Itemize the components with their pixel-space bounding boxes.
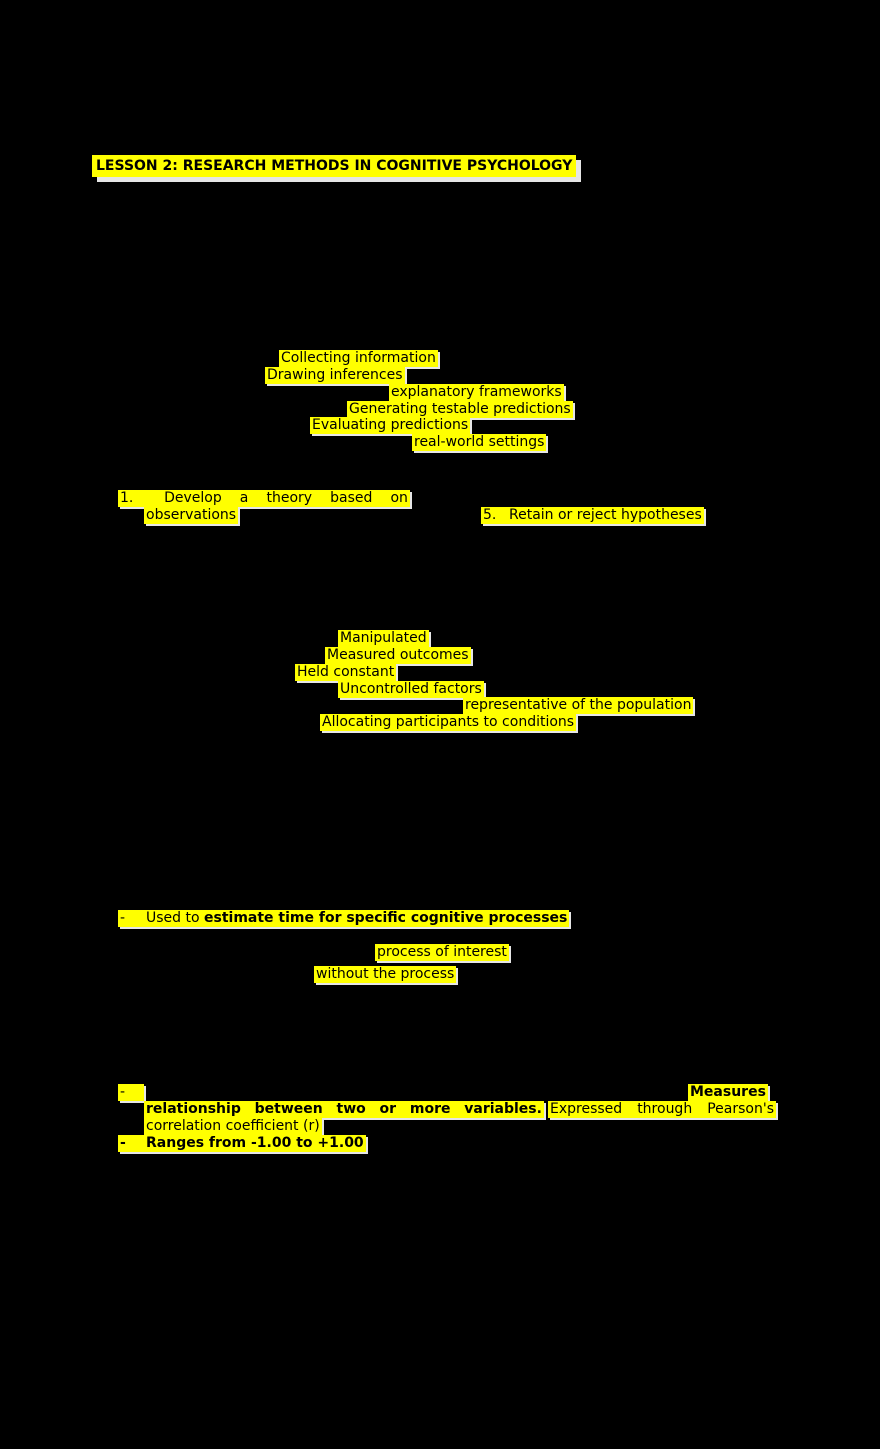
correlation-bullet-1: - bbox=[118, 1084, 144, 1101]
bold-word: relationship bbox=[146, 1101, 241, 1117]
expressed-word: Expressed bbox=[550, 1101, 623, 1117]
reaction-time-prefix: Used to bbox=[146, 910, 200, 926]
reaction-time-bullet: - Used to estimate time for specific cogn… bbox=[118, 910, 570, 927]
bullet-dash: - bbox=[120, 910, 126, 926]
term-explanatory-frameworks: explanatory frameworks bbox=[389, 384, 564, 401]
variable-measured-outcomes: Measured outcomes bbox=[325, 647, 471, 664]
step-5-text: Retain or reject hypotheses bbox=[509, 507, 702, 523]
bold-word: variables. bbox=[464, 1101, 542, 1117]
reaction-time-bold: estimate time for specific cognitive pro… bbox=[204, 910, 568, 926]
step-1-word: based bbox=[330, 490, 373, 506]
step-5-number: 5. bbox=[483, 507, 497, 523]
expressed-word: Pearson's bbox=[707, 1101, 774, 1117]
step-1-word: on bbox=[390, 490, 408, 506]
step-5: 5. Retain or reject hypotheses bbox=[481, 507, 704, 524]
step-1-continued: observations bbox=[144, 507, 239, 524]
expressed-word: through bbox=[637, 1101, 693, 1117]
step-1-word: theory bbox=[266, 490, 313, 506]
bullet-dash: - bbox=[120, 1135, 126, 1151]
variable-representative-population: representative of the population bbox=[463, 697, 694, 714]
step-1-word: Develop bbox=[164, 490, 222, 506]
correlation-measures: Measures bbox=[688, 1084, 768, 1101]
correlation-expressed: Expressed through Pearson's bbox=[548, 1101, 776, 1118]
step-1-number: 1. bbox=[120, 490, 134, 506]
bold-word: between bbox=[254, 1101, 323, 1117]
variable-allocating-participants: Allocating participants to conditions bbox=[320, 714, 577, 731]
term-evaluating-predictions: Evaluating predictions bbox=[310, 417, 471, 434]
term-collecting-information: Collecting information bbox=[279, 350, 438, 367]
bold-word: two bbox=[336, 1101, 366, 1117]
term-real-world-settings: real-world settings bbox=[412, 434, 547, 451]
variable-held-constant: Held constant bbox=[295, 664, 397, 681]
step-1: 1. Develop a theory based on bbox=[118, 490, 410, 507]
term-drawing-inferences: Drawing inferences bbox=[265, 367, 405, 384]
variable-manipulated: Manipulated bbox=[338, 630, 429, 647]
variable-uncontrolled-factors: Uncontrolled factors bbox=[338, 681, 484, 698]
reaction-time-process-of-interest: process of interest bbox=[375, 944, 509, 961]
correlation-range: - Ranges from -1.00 to +1.00 bbox=[118, 1135, 366, 1152]
step-1-word: a bbox=[239, 490, 249, 506]
bold-word: or bbox=[379, 1101, 397, 1117]
bold-word: more bbox=[409, 1101, 451, 1117]
correlation-coefficient: correlation coefficient (r) bbox=[144, 1118, 322, 1135]
correlation-range-text: Ranges from -1.00 to +1.00 bbox=[146, 1135, 364, 1151]
correlation-bold-line: relationship between two or more variabl… bbox=[144, 1101, 544, 1118]
page-title: LESSON 2: RESEARCH METHODS IN COGNITIVE … bbox=[92, 155, 577, 177]
reaction-time-without-process: without the process bbox=[314, 966, 457, 983]
term-generating-predictions: Generating testable predictions bbox=[347, 401, 573, 418]
